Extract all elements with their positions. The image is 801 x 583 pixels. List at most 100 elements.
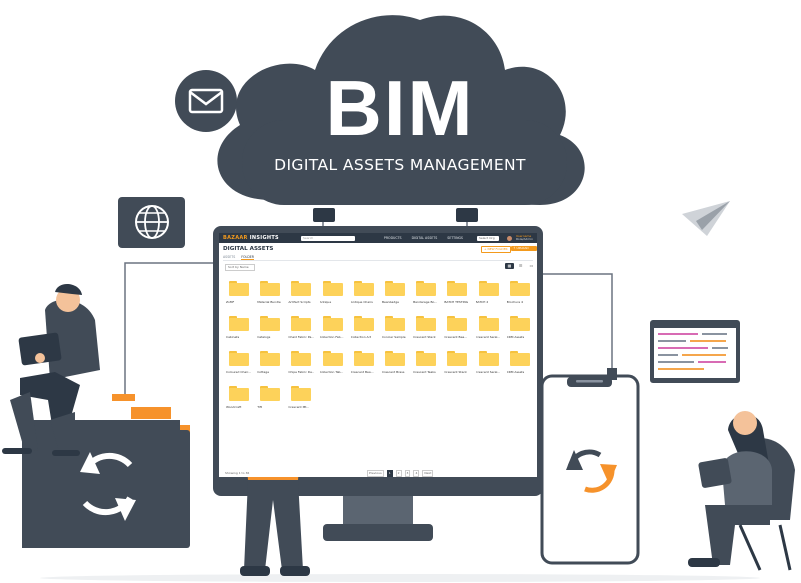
search-input[interactable]: Search — [300, 235, 355, 241]
nav-digital-assets[interactable]: DIGITAL ASSETS — [411, 236, 438, 240]
folder-name: CRM Assets — [506, 370, 525, 374]
folder-item[interactable]: Catalogs — [257, 316, 283, 339]
folder-item[interactable]: BATCH 2 — [476, 281, 502, 304]
nav-products[interactable]: PRODUCTS — [383, 236, 402, 240]
tile-view-icon[interactable]: ▭ — [529, 263, 534, 268]
bim-title: BIM — [325, 64, 475, 152]
tab-assets[interactable]: ASSETS — [223, 255, 236, 259]
sync-folder — [22, 394, 190, 548]
folder-item[interactable]: Crescent Stack — [413, 316, 439, 339]
folder-icon — [260, 351, 281, 366]
folder-icon — [260, 316, 281, 331]
folder-item[interactable]: Crescent Bea... — [351, 351, 377, 374]
person-left — [2, 284, 100, 456]
folder-item[interactable]: Crescent Mt... — [288, 386, 314, 409]
grid-view-icon[interactable]: ▦ — [505, 263, 514, 269]
nav-settings[interactable]: SETTINGS — [447, 236, 463, 240]
pager-previous[interactable]: Previous — [367, 470, 384, 477]
folder-icon — [291, 386, 312, 401]
cloud-subtitle: DIGITAL ASSETS MANAGEMENT — [274, 156, 526, 174]
folder-item[interactable]: Crescent Seral... — [476, 316, 502, 339]
folder-name: Chipe Fabric De... — [288, 370, 315, 374]
folder-item[interactable]: Collection Art — [351, 316, 377, 339]
folder-item[interactable]: Crescent Teaks — [413, 351, 439, 374]
folder-icon — [478, 316, 499, 331]
folder-item[interactable]: Tift — [257, 386, 283, 409]
folder-item[interactable]: Crescent Bea... — [444, 316, 470, 339]
folder-item[interactable]: Collection Tab... — [320, 351, 346, 374]
folder-item[interactable]: Cabinets — [226, 316, 252, 339]
folder-icon — [416, 316, 437, 331]
cloud-shape — [217, 15, 585, 205]
folder-item[interactable]: CRM Assets — [507, 316, 533, 339]
avatar[interactable] — [506, 235, 512, 241]
folder-name: BATCH 2 — [475, 300, 489, 304]
folder-icon — [384, 281, 405, 296]
folder-icon — [353, 351, 374, 366]
folder-item[interactable]: BATCH TESTING — [444, 281, 470, 304]
folder-name: Crescent Stack — [413, 335, 436, 339]
folder-item[interactable]: Crescent Stack — [444, 351, 470, 374]
folder-item[interactable]: Chaid Fabric Pa... — [288, 316, 314, 339]
folder-name: Crescent Bea... — [444, 335, 468, 339]
folder-item[interactable]: Antique — [320, 281, 346, 304]
pager-page-3[interactable]: 3 — [404, 470, 411, 477]
org-select[interactable]: Select Org — [476, 235, 499, 241]
pager-page-4[interactable]: 4 — [413, 470, 420, 477]
pager-page-2[interactable]: 2 — [395, 470, 402, 477]
folder-icon — [322, 281, 343, 296]
new-folder-button[interactable]: + NEW FOLDER — [481, 246, 511, 253]
folder-name: Catalogs — [257, 335, 271, 339]
folder-icon — [447, 351, 468, 366]
folder-item[interactable]: Cottage — [257, 351, 283, 374]
folder-item[interactable]: CRM Assets — [507, 351, 533, 374]
phone — [540, 368, 640, 565]
folder-item[interactable]: Concier Sample — [382, 316, 408, 339]
list-view-icon[interactable]: ☰ — [518, 263, 523, 268]
folder-name: Cottage — [257, 370, 270, 374]
tab-bar: ASSETS FOLDER — [223, 255, 255, 260]
globe-icon — [118, 197, 185, 248]
folder-item[interactable]: Bandarage Bo... — [413, 281, 439, 304]
tab-folder[interactable]: FOLDER — [241, 255, 255, 260]
showing-count: Showing 1 to 36 — [225, 471, 250, 475]
folder-icon — [260, 281, 281, 296]
user-block: Username Role/Admin — [516, 234, 533, 241]
upload-assets-button[interactable]: ↑ UPLOAD ASSETS — [511, 246, 537, 255]
folder-icon — [447, 281, 468, 296]
folder-item[interactable]: Woodcraft — [226, 386, 252, 409]
folder-item[interactable]: Material Bundle — [257, 281, 283, 304]
page-title: DIGITAL ASSETS — [223, 246, 274, 252]
folder-icon — [509, 351, 530, 366]
envelope-icon — [175, 70, 237, 132]
folder-item[interactable]: Artifact Scripts — [288, 281, 314, 304]
folder-name: Crescent Brass — [381, 370, 405, 374]
folder-item[interactable]: Crescent Brass — [382, 351, 408, 374]
folder-item[interactable]: Antique Chairs — [351, 281, 377, 304]
code-panel — [650, 320, 740, 383]
folder-item[interactable]: Brochure 4 — [507, 281, 533, 304]
app-logo[interactable]: BAZAAR INSIGHTS — [223, 235, 279, 241]
folder-name: Crescent Teaks — [413, 370, 436, 374]
folder-icon — [478, 351, 499, 366]
folder-icon — [322, 316, 343, 331]
pagination: Previous 1 2 3 4 Next — [367, 470, 434, 477]
sort-select[interactable]: Sort by Name — [225, 264, 255, 271]
folder-icon — [447, 316, 468, 331]
folder-name: CRM Assets — [506, 335, 525, 339]
folder-name: Brochure 4 — [506, 300, 524, 304]
folder-item[interactable]: Collection Fab... — [320, 316, 346, 339]
folder-name: Crescent Seral... — [475, 335, 501, 339]
folder-icon — [229, 351, 249, 366]
folder-name: Coloured Chair... — [226, 370, 251, 374]
pager-next[interactable]: Next — [422, 470, 434, 477]
folder-icon — [478, 281, 499, 296]
pager-page-1[interactable]: 1 — [386, 470, 393, 477]
folder-item[interactable]: Crescent Seral... — [476, 351, 502, 374]
folder-name: Collection Tab... — [319, 370, 344, 374]
folder-item[interactable]: Coloured Chair... — [226, 351, 252, 374]
folder-item[interactable]: Chipe Fabric De... — [288, 351, 314, 374]
folder-item[interactable]: Beanbadge — [382, 281, 408, 304]
folder-item[interactable]: ZoMF — [226, 281, 252, 304]
